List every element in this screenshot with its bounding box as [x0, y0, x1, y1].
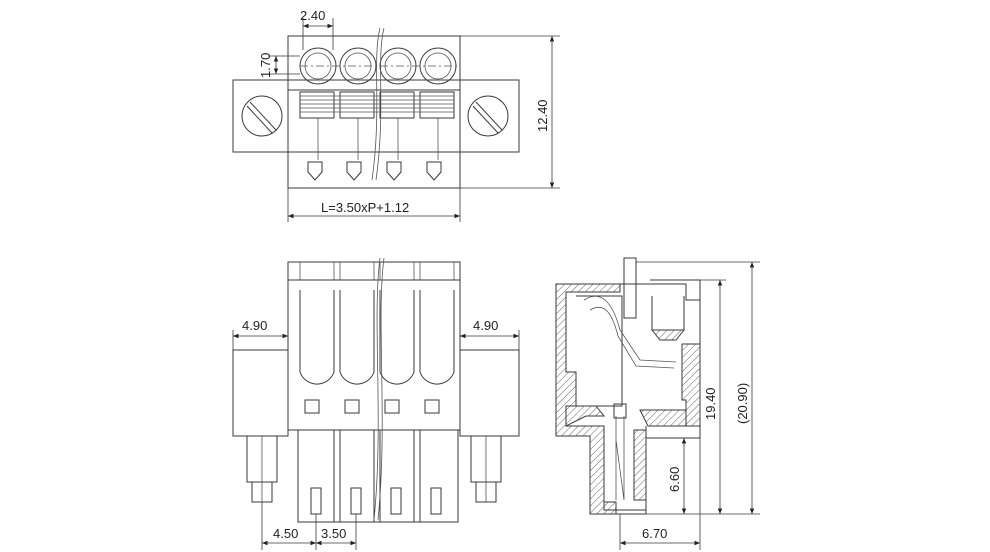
dim-side-lower-height: 6.60 — [667, 467, 682, 492]
dim-top-height: 12.40 — [535, 99, 550, 132]
front-dimensions: 4.90 4.90 4.50 3.50 — [232, 280, 520, 550]
dim-top-pitch: 2.40 — [300, 8, 325, 23]
side-dimensions: 19.40 (20.90) 6.60 6.70 — [619, 261, 760, 550]
terminal-symbols — [307, 161, 442, 181]
top-view — [232, 27, 520, 189]
dim-front-bottom-pitch: 3.50 — [321, 526, 346, 541]
top-dimensions: 2.40 1.70 12.40 L=3.50xP+1.12 — [258, 8, 560, 222]
dim-side-height: 19.40 — [703, 387, 718, 420]
left-mounting-screw — [241, 95, 283, 137]
dim-front-bottom-offset: 4.50 — [273, 526, 298, 541]
dim-front-left-flange: 4.90 — [242, 318, 267, 333]
latch-windows — [304, 399, 440, 414]
dim-top-offset: 1.70 — [258, 53, 273, 78]
left-flange-screw — [246, 435, 278, 503]
dim-front-right-flange: 4.90 — [473, 318, 498, 333]
right-flange-screw — [470, 435, 502, 503]
contact-slots — [299, 290, 455, 385]
dim-side-height-ref: (20.90) — [735, 383, 750, 424]
dim-length-formula: L=3.50xP+1.12 — [321, 200, 409, 215]
front-view — [232, 257, 520, 523]
wire-entry-circles — [299, 47, 458, 85]
right-mounting-screw — [467, 95, 509, 137]
dim-side-width: 6.70 — [642, 526, 667, 541]
